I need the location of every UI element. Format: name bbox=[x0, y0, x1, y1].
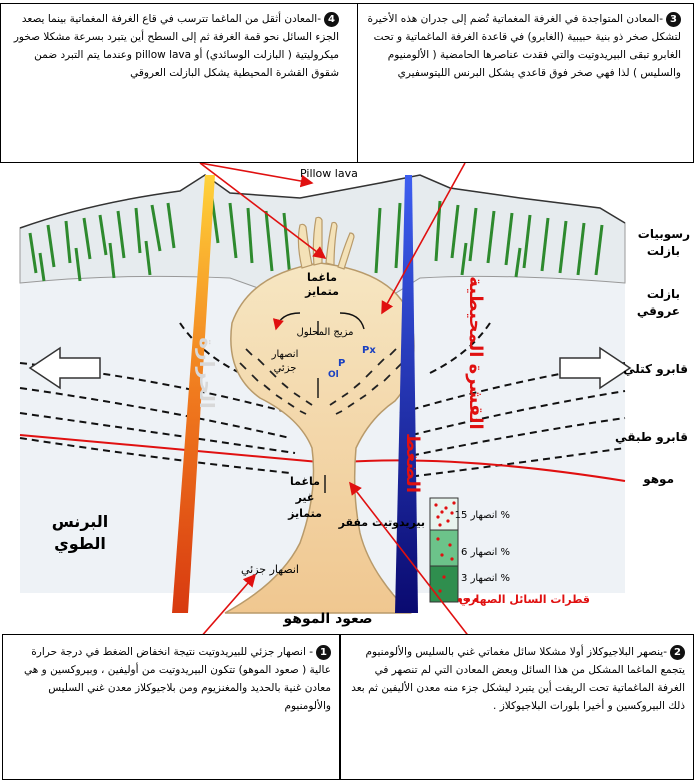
mineral-px: Px bbox=[362, 345, 376, 356]
mineral-ol: Ol bbox=[328, 370, 339, 380]
label-basalt: بازلت bbox=[647, 244, 680, 258]
step-number-4: 4 bbox=[324, 12, 339, 27]
magma-undiff-1: ماغما bbox=[290, 475, 320, 488]
magma-differentiated-2: متمايز bbox=[304, 285, 339, 298]
legend-melt-drops: قطرات السائل الصهاري bbox=[459, 593, 590, 606]
mantle-label-1: البرنس bbox=[52, 512, 109, 531]
rift-diagram: الحرارة الضغط القشرة المحيطية Pillow lav… bbox=[0, 163, 696, 638]
legend-drop-dots bbox=[458, 598, 478, 602]
partial-melt-lower-label: انصهار جزئي bbox=[241, 563, 299, 576]
mantle-label-2: الطوي bbox=[54, 534, 106, 554]
legend-melt-6: انصهار 6 % bbox=[461, 547, 510, 558]
legend-melt-15: انصهار 15 % bbox=[455, 510, 510, 521]
temperature-label: الحرارة bbox=[195, 337, 219, 408]
pressure-label: الضغط bbox=[402, 433, 423, 493]
step-number-1: 1 bbox=[316, 645, 331, 660]
annotation-body-4: -المعادن أثقل من الماغما تترسب في قاع ال… bbox=[14, 13, 339, 79]
step-number-2: 2 bbox=[670, 645, 685, 660]
legend-melt-3: انصهار 3 % bbox=[461, 573, 510, 584]
annotation-box-3: 3-المعادن المتواجدة في الغرفة المغماتية … bbox=[357, 3, 694, 163]
oceanic-crust-label: القشرة المحيطية bbox=[465, 276, 486, 429]
magma-differentiated-1: ماغما bbox=[307, 271, 337, 284]
label-sediments: رسوبيات bbox=[638, 227, 690, 242]
label-dyke-basalt-2: عروقي bbox=[637, 304, 680, 319]
label-isotropic-gabbro: قابرو كتلي bbox=[623, 362, 688, 377]
mixture-label-2: انصهار bbox=[271, 349, 299, 360]
annotation-box-1: 1- انصهار جزئي للبيريدوتيت نتيجة انخفاض … bbox=[2, 634, 340, 780]
annotation-body-3: -المعادن المتواجدة في الغرفة المغماتية ت… bbox=[368, 13, 682, 79]
step-number-3: 3 bbox=[666, 12, 681, 27]
annotation-box-4: 4-المعادن أثقل من الماغما تترسب في قاع ا… bbox=[0, 3, 358, 163]
mixture-label-1: مزيج المحلول bbox=[296, 327, 353, 338]
magma-undiff-2: غير bbox=[295, 491, 315, 504]
label-layered-gabbro: قابرو طبقي bbox=[615, 430, 688, 445]
annotation-body-2: -ينصهر البلاجيوكلاز أولا مشكلا سائل مغما… bbox=[351, 646, 685, 712]
mineral-p: P bbox=[338, 358, 345, 369]
label-moho: موهو bbox=[642, 472, 674, 487]
annotation-text-1: 1- انصهار جزئي للبيريدوتيت نتيجة انخفاض … bbox=[11, 643, 331, 715]
pillow-lava-label: Pillow lava bbox=[300, 167, 358, 180]
annotation-box-2: 2-ينصهر البلاجيوكلاز أولا مشكلا سائل مغم… bbox=[340, 634, 694, 780]
label-dyke-basalt-1: بازلت bbox=[647, 287, 680, 301]
mixture-label-3: جزئي bbox=[274, 363, 297, 374]
annotation-text-3: 3-المعادن المتواجدة في الغرفة المغماتية … bbox=[366, 10, 681, 82]
annotation-text-2: 2-ينصهر البلاجيوكلاز أولا مشكلا سائل مغم… bbox=[349, 643, 685, 715]
annotation-body-1: - انصهار جزئي للبيريدوتيت نتيجة انخفاض ا… bbox=[24, 646, 331, 712]
moho-rise-label: صعود الموهو bbox=[283, 611, 373, 627]
annotation-text-4: 4-المعادن أثقل من الماغما تترسب في قاع ا… bbox=[9, 10, 339, 82]
magma-undiff-3: متمايز bbox=[287, 507, 322, 520]
